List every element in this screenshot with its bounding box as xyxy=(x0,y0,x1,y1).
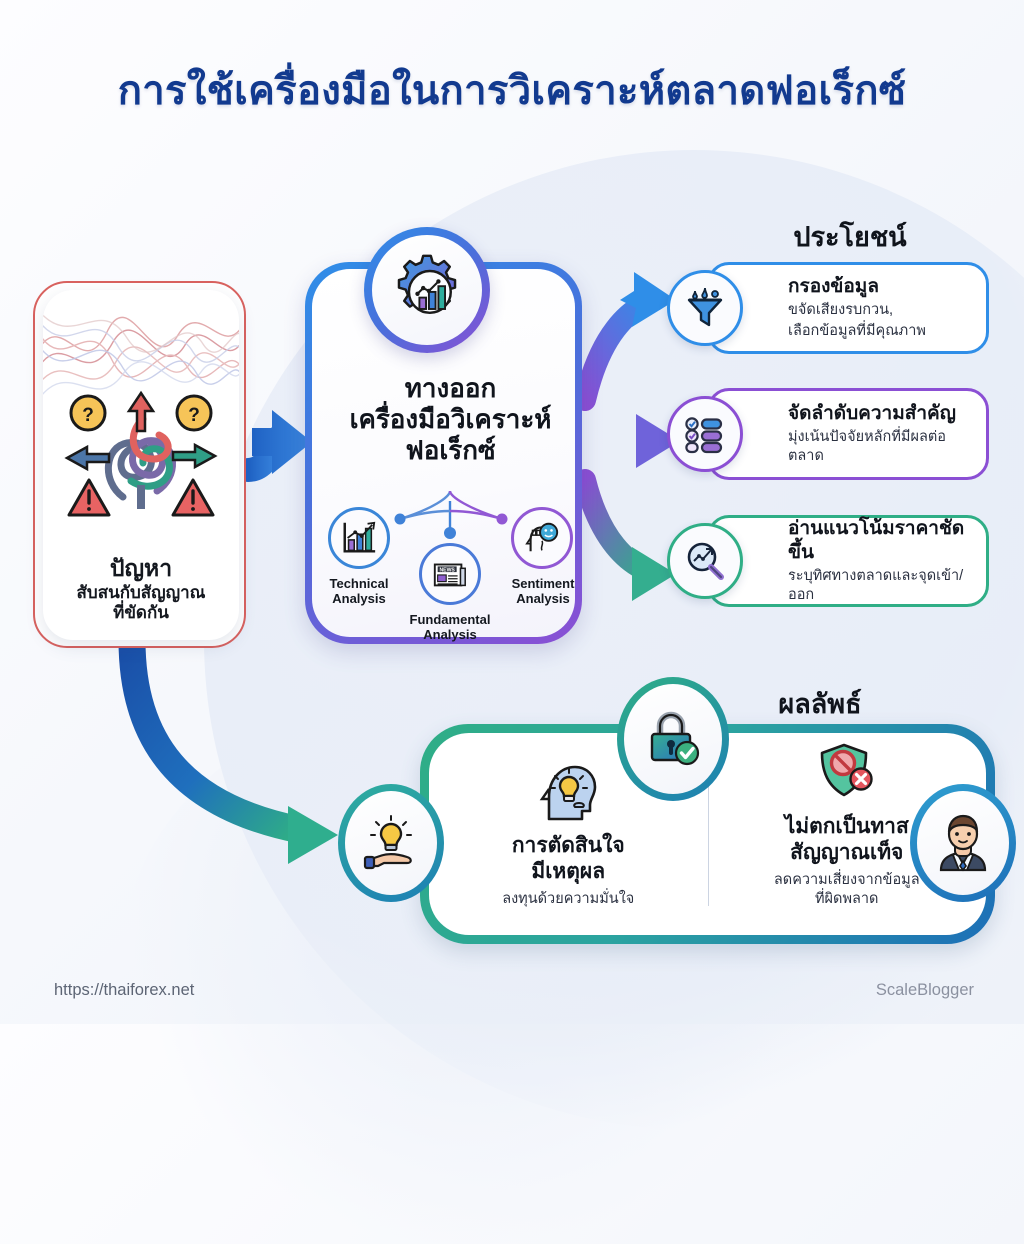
results-column-2-title: ไม่ตกเป็นทาส สัญญาณเท็จ xyxy=(784,815,909,864)
analysis-nodes: Technical Analysis NEWS Fund xyxy=(312,491,589,651)
benefit-card-2-sub1: มุ่งเน้นปัจจัยหลักที่มีผลต่อตลาด xyxy=(788,429,946,464)
question-coin-icon: ? ? xyxy=(69,394,213,432)
benefit-card-2[interactable]: จัดลำดับความสำคัญ มุ่งเน้นปัจจัยหลักที่ม… xyxy=(707,388,989,480)
results-column-2-sub2: ที่ผิดพลาด xyxy=(815,891,879,908)
page-title: การใช้เครื่องมือในการวิเคราะห์ตลาดฟอเร็ก… xyxy=(117,69,907,113)
problem-card: ? ? ปัญหา สับสนกับสัญญาณ xyxy=(43,290,239,640)
newspaper-icon: NEWS xyxy=(433,563,466,587)
results-column-1-sub: ลงทุนด้วยความมั่นใจ xyxy=(502,891,635,908)
benefit-card-1-sub2: เลือกข้อมูลที่มีคุณภาพ xyxy=(788,322,926,339)
results-right-badge xyxy=(910,784,1016,902)
results-left-badge xyxy=(338,784,444,902)
svg-text:?: ? xyxy=(188,405,200,426)
solution-title-line3: ฟอเร็กซ์ xyxy=(405,435,496,466)
gear-chart-icon xyxy=(397,254,457,315)
results-column-2-sub1: ลดความเสี่ยงจากข้อมูล xyxy=(773,872,920,889)
solution-badge xyxy=(364,227,490,353)
tangled-arrows-icon: ? ? xyxy=(64,390,218,517)
analysis-node-technical[interactable] xyxy=(328,507,390,569)
analysis-node-sentiment-label: Sentiment Analysis xyxy=(511,576,575,606)
businessman-avatar-icon xyxy=(939,814,987,872)
head-bulb-icon xyxy=(539,765,597,821)
warning-triangle-icon xyxy=(67,478,215,517)
solution-title-block: ทางออก เครื่องมือวิเคราะห์ ฟอเร็กซ์ xyxy=(312,373,589,467)
results-column-1: การตัดสินใจ มีเหตุผล ลงทุนด้วยความมั่นใจ xyxy=(429,733,708,935)
results-column-1-title: การตัดสินใจ มีเหตุผล xyxy=(511,833,625,883)
funnel-icon xyxy=(687,287,723,327)
node-connectors xyxy=(394,491,508,539)
svg-text:NEWS: NEWS xyxy=(439,567,455,573)
benefit-card-3-title: อ่านแนวโน้มราคาชัดขึ้น xyxy=(788,518,965,564)
shield-block-icon xyxy=(820,743,873,797)
results-heading: ผลลัพธ์ xyxy=(778,689,862,719)
benefit-card-1[interactable]: กรองข้อมูล ขจัดเสียงรบกวน, เลือกข้อมูลที… xyxy=(707,262,989,354)
results-card: การตัดสินใจ มีเหตุผล ลงทุนด้วยความมั่นใจ… xyxy=(420,724,995,944)
results-column-2: ไม่ตกเป็นทาส สัญญาณเท็จ ลดความเสี่ยงจากข… xyxy=(708,733,987,935)
solution-title-line1: ทางออก xyxy=(404,373,497,403)
results-top-badge xyxy=(617,677,729,801)
benefit-card-3[interactable]: อ่านแนวโน้มราคาชัดขึ้น ระบุทิศทางตลาดและ… xyxy=(707,515,989,607)
benefit-card-2-title: จัดลำดับความสำคัญ xyxy=(788,403,956,425)
analysis-node-technical-label: Technical Analysis xyxy=(329,576,389,606)
benefit-card-2-icon-wrap xyxy=(667,396,743,472)
results-divider xyxy=(707,781,709,906)
benefit-card-1-icon-wrap xyxy=(667,270,743,346)
solution-title-line2: เครื่องมือวิเคราะห์ xyxy=(349,404,552,435)
problem-subtitle-line2: ที่ขัดกัน xyxy=(113,603,169,623)
problem-text-block: ปัญหา สับสนกับสัญญาณ ที่ขัดกัน xyxy=(43,555,239,624)
head-sentiment-icon xyxy=(525,522,559,552)
problem-heading: ปัญหา xyxy=(109,554,173,581)
benefit-card-3-icon-wrap xyxy=(667,523,743,599)
footer-brand: ScaleBlogger xyxy=(875,981,974,999)
benefit-card-1-title: กรองข้อมูล xyxy=(788,276,879,298)
benefit-card-1-sub1: ขจัดเสียงรบกวน, xyxy=(788,302,894,319)
analysis-node-fundamental-label: Fundamental Analysis xyxy=(409,612,491,642)
noisy-waves-icon xyxy=(43,314,239,396)
svg-text:?: ? xyxy=(82,405,94,426)
benefit-card-3-sub1: ระบุทิศทางตลาดและจุดเข้า/ออก xyxy=(788,567,964,603)
footer-url[interactable]: https://thaiforex.net xyxy=(54,981,195,999)
checklist-icon xyxy=(685,417,723,454)
lock-check-icon xyxy=(650,711,700,766)
bar-chart-trend-icon xyxy=(343,521,376,553)
problem-subtitle-line1: สับสนกับสัญญาณ xyxy=(76,582,206,602)
hand-bulb-icon xyxy=(363,815,412,870)
benefits-heading: ประโยชน์ xyxy=(793,222,907,252)
analysis-node-sentiment[interactable] xyxy=(511,507,573,569)
analysis-node-fundamental[interactable]: NEWS xyxy=(419,543,481,605)
magnifier-trend-icon xyxy=(687,542,724,580)
